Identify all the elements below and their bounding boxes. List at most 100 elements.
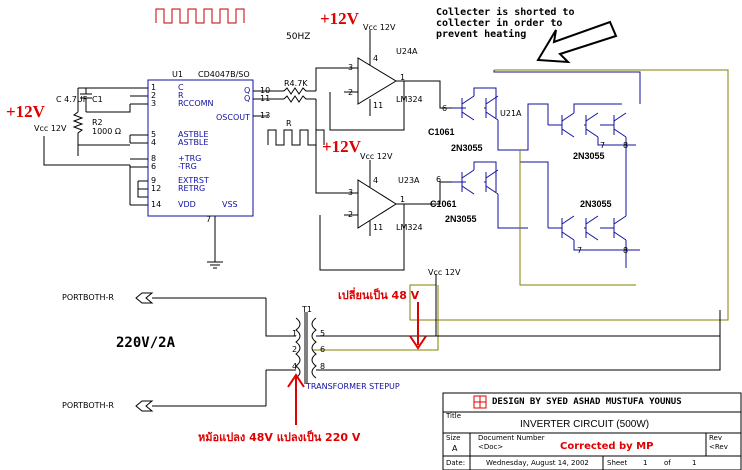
pin-num: 1 [292, 329, 298, 338]
lm324-a: LM324 [396, 95, 423, 104]
pin-rccomn: RCCOMN [178, 99, 214, 108]
pin-num: 1 [400, 73, 406, 82]
pin-r: R [178, 91, 184, 100]
c1-value: C 4.7UF [56, 95, 88, 104]
pin-astble-n: ASTBLE [178, 138, 209, 147]
u23a-label: U23A [398, 176, 420, 185]
port-top: PORTBOTH-R [62, 293, 114, 302]
pin-num: 4 [292, 362, 298, 371]
tr-2n3055-1: 2N3055 [451, 143, 483, 153]
pin-num: 3 [348, 63, 354, 72]
pin-num: 5 [151, 130, 157, 139]
sheet-value: 1 [643, 459, 648, 467]
note-line-2: collecter in order to [436, 18, 563, 29]
pin-num: 8 [151, 154, 157, 163]
drawing-title: INVERTER CIRCUIT (500W) [520, 419, 650, 430]
corrected-note: Corrected by MP [560, 441, 654, 452]
pin-num: 4 [151, 138, 157, 147]
pin-num: 5 [320, 329, 326, 338]
pin-vss: VSS [222, 200, 238, 209]
arrow-note [536, 20, 618, 64]
note-line-1: Collecter is shorted to [436, 7, 575, 18]
thai-note-bottom: หม้อแปลง 48V แปลงเป็น 220 V [198, 431, 361, 444]
pin-num: 8 [623, 246, 629, 255]
pin-num: 6 [436, 175, 442, 184]
pin-oscout: OSCOUT [216, 113, 250, 122]
pin-num: 1 [151, 83, 157, 92]
u21a-label: U21A [500, 109, 522, 118]
pin-num: 1 [400, 195, 406, 204]
plus12-mid: +12V [322, 137, 361, 156]
docnum-caption: Document Number [478, 434, 545, 442]
port-bottom: PORTBOTH-R [62, 401, 114, 410]
of-caption: of [664, 459, 671, 467]
date-caption: Date: [446, 459, 466, 467]
arrow-down-red [409, 302, 427, 350]
pin-num: 9 [151, 176, 157, 185]
pin-num: 7 [577, 246, 583, 255]
pin-q: Q [244, 86, 251, 95]
r2-name: R2 [92, 118, 103, 127]
pin-astble: ASTBLE [178, 130, 209, 139]
pin-num: 11 [373, 101, 384, 110]
pin-vdd: VDD [178, 200, 196, 209]
pin-num: 13 [260, 111, 271, 120]
pin-num: 7 [206, 215, 212, 224]
note-line-3: prevent heating [436, 29, 527, 40]
pin-num: 6 [320, 345, 326, 354]
pin-ptrg: +TRG [178, 154, 202, 163]
vcc-top: Vcc 12V [363, 23, 396, 32]
pin-retrg: RETRG [178, 184, 206, 193]
lm324-b: LM324 [396, 223, 423, 232]
c1061-b: C1061 [430, 199, 457, 209]
pin-num: 3 [348, 188, 354, 197]
tr-2n3055-3: 2N3055 [573, 151, 605, 161]
docnum-value: <Doc> [478, 443, 504, 451]
pin-qn: Q [244, 94, 251, 103]
r2-value: 1000 Ω [92, 127, 122, 136]
pin-num: 4 [373, 54, 379, 63]
pin-num: 2 [348, 88, 354, 97]
pin-num: 2 [348, 210, 354, 219]
square-wave-top [155, 8, 245, 24]
freq-label: 50HZ [286, 32, 311, 42]
r47k-label: R4.7K [284, 79, 308, 88]
pin-num: 7 [600, 141, 606, 150]
pin-num: 11 [260, 94, 271, 103]
vcc-right: Vcc 12V [428, 268, 461, 277]
t1-label: T1 [302, 305, 312, 314]
size-caption: Size [446, 434, 461, 442]
opamp-u23a [357, 179, 397, 229]
opamp-u24a [357, 57, 397, 105]
pin-num: 3 [151, 99, 157, 108]
transformer-label: TRANSFORMER STEPUP [306, 382, 400, 391]
pin-c: C [178, 83, 184, 92]
sheet-total: 1 [692, 459, 697, 467]
rev-caption: Rev [709, 434, 722, 442]
arrow-up-red [287, 373, 305, 425]
thai-note-top: เปลี่ยนเป็น 48 V [338, 289, 420, 302]
pin-num: 2 [292, 345, 298, 354]
title-block-frame [442, 392, 742, 470]
plus12-top: +12V [320, 9, 359, 28]
ic-u1-label: U1 [172, 70, 183, 79]
pin-num: 2 [151, 91, 157, 100]
c1061-a: C1061 [428, 127, 455, 137]
pin-num: 6 [442, 104, 448, 113]
plus12-left: +12V [6, 102, 45, 121]
pin-num: 14 [151, 200, 162, 209]
pin-num: 10 [260, 86, 271, 95]
pin-num: 4 [373, 176, 379, 185]
pin-num: 12 [151, 184, 162, 193]
pin-num: 11 [373, 223, 384, 232]
c1-name: C1 [92, 95, 103, 104]
ic-u1-part: CD4047B/SO [198, 70, 250, 79]
date-value: Wednesday, August 14, 2002 [486, 459, 589, 467]
pin-num: 8 [623, 141, 629, 150]
u24a-label: U24A [396, 47, 418, 56]
size-value: A [452, 444, 458, 453]
pin-num: 6 [151, 162, 157, 171]
pin-num: 8 [320, 362, 326, 371]
title-caption: Title [446, 412, 462, 420]
